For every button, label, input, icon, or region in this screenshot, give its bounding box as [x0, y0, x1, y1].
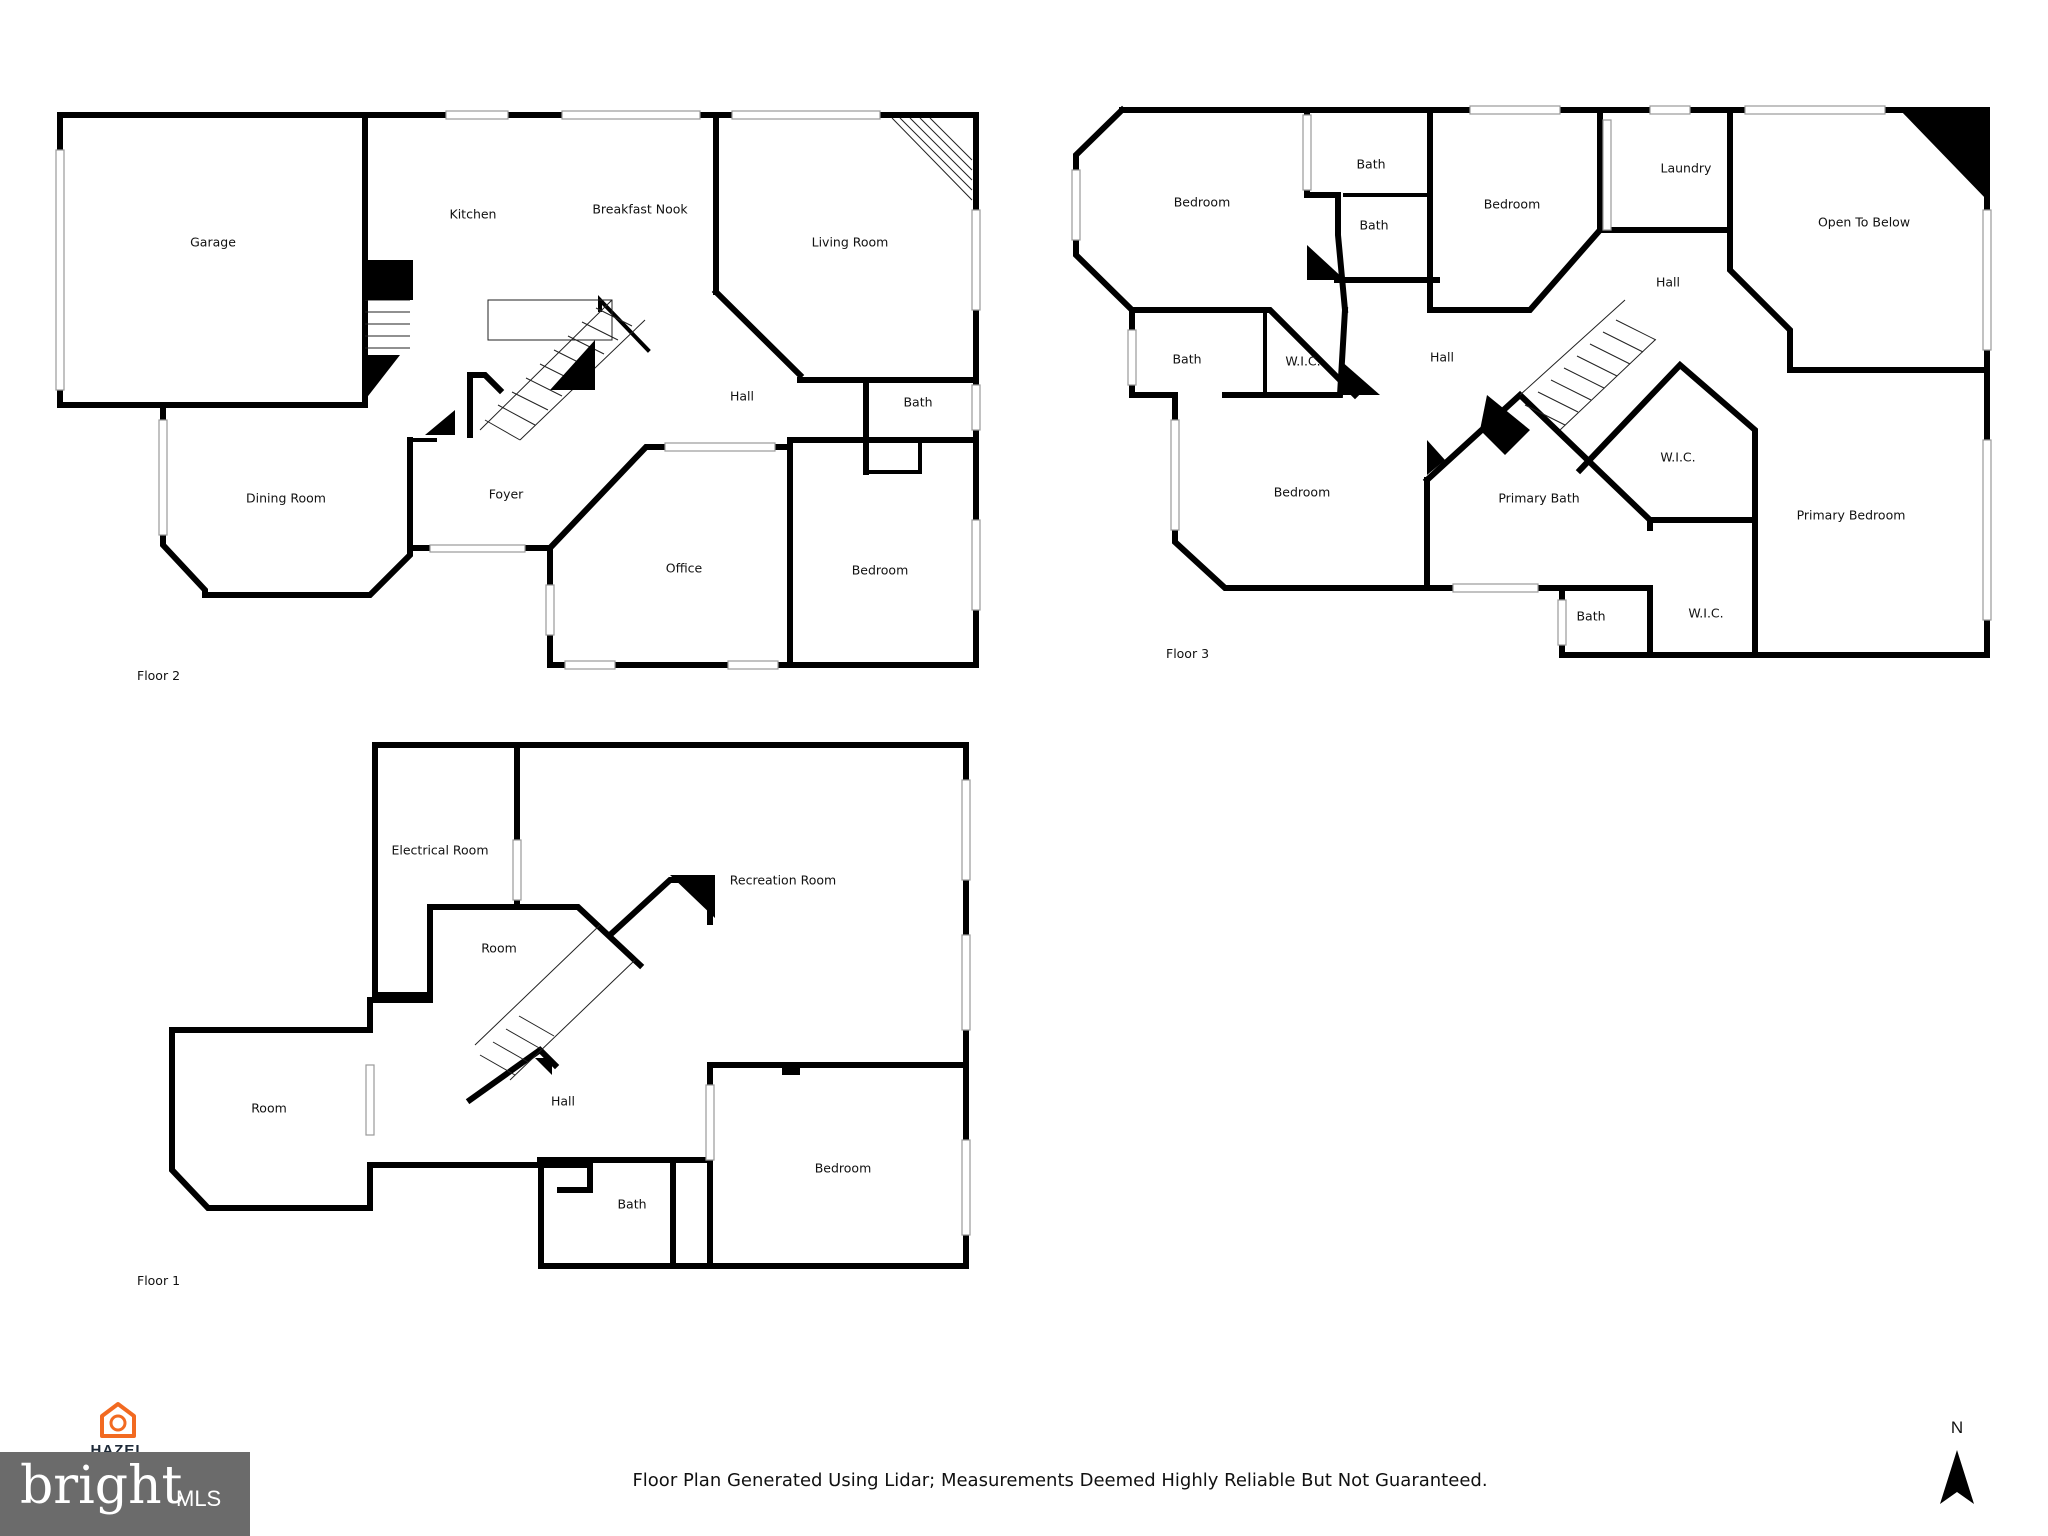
hazel-house-icon [100, 1402, 136, 1438]
floor-1-plan: Electrical Room Recreation Room Room Roo… [137, 742, 971, 1288]
floor-2-label: Floor 2 [137, 668, 180, 683]
f1-room-bedroom: Bedroom [815, 1161, 872, 1176]
f3-room-wic-s: W.I.C. [1688, 606, 1723, 621]
f3-room-bedroom-sw: Bedroom [1274, 485, 1331, 500]
lidar-disclaimer: Floor Plan Generated Using Lidar; Measur… [632, 1470, 1488, 1491]
floor-3-label: Floor 3 [1166, 646, 1209, 661]
bright-mls-watermark: bright MLS [0, 1452, 250, 1536]
f3-room-bath-w: Bath [1172, 352, 1201, 367]
f3-room-bedroom-nw: Bedroom [1174, 195, 1231, 210]
compass-arrow-icon [1940, 1450, 1974, 1504]
f1-room-room-b: Room [251, 1101, 287, 1116]
f3-room-bath-b: Bath [1359, 218, 1388, 233]
f3-room-bath-a: Bath [1356, 157, 1385, 172]
f3-room-hall-lower: Hall [1430, 350, 1454, 365]
f1-room-recreation-room: Recreation Room [730, 873, 836, 888]
mls-wordmark: MLS [176, 1486, 222, 1511]
hazel-logo: HAZEL [78, 1400, 158, 1459]
floor-3-plan: Bedroom Bath Bath Bedroom Laundry Open T… [1071, 105, 1992, 661]
room-bedroom: Bedroom [852, 563, 909, 578]
floor-1-label: Floor 1 [137, 1273, 180, 1288]
f1-room-electrical-room: Electrical Room [391, 843, 488, 858]
room-bath: Bath [903, 395, 932, 410]
f1-room-bath: Bath [617, 1197, 646, 1212]
f3-room-primary-bath: Primary Bath [1498, 491, 1579, 506]
f3-room-bath-s: Bath [1576, 609, 1605, 624]
room-living-room: Living Room [812, 235, 889, 250]
room-garage: Garage [190, 235, 236, 250]
f3-room-wic-w: W.I.C. [1285, 354, 1320, 369]
room-dining-room: Dining Room [246, 491, 326, 506]
f3-room-open-to-below: Open To Below [1818, 215, 1910, 230]
north-letter: N [1950, 1418, 1964, 1437]
f3-room-wic-primary: W.I.C. [1660, 450, 1695, 465]
floor-2-plan: Garage Kitchen Breakfast Nook Living Roo… [55, 110, 981, 683]
north-arrow: N [1932, 1418, 1982, 1508]
room-kitchen: Kitchen [450, 207, 497, 222]
f3-room-primary-bedroom: Primary Bedroom [1797, 508, 1906, 523]
room-office: Office [666, 561, 703, 576]
f1-room-hall: Hall [551, 1094, 575, 1109]
room-breakfast-nook: Breakfast Nook [592, 202, 688, 217]
f3-room-hall-upper: Hall [1656, 275, 1680, 290]
bright-wordmark: bright [20, 1456, 183, 1516]
f1-room-room-a: Room [481, 941, 517, 956]
room-hall: Hall [730, 389, 754, 404]
room-foyer: Foyer [489, 487, 524, 502]
f3-room-laundry: Laundry [1661, 161, 1713, 176]
f3-room-bedroom-n: Bedroom [1484, 197, 1541, 212]
